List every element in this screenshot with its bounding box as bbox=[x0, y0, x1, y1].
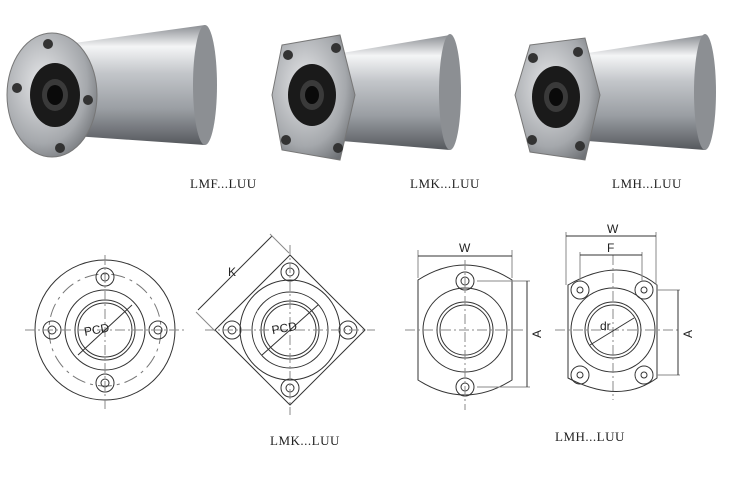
caption-lmh: LMH...LUU bbox=[612, 176, 682, 191]
drawing-caption-lmh: LMH...LUU bbox=[555, 429, 625, 444]
drawing-oval-flange bbox=[405, 250, 530, 410]
label-f: F bbox=[607, 241, 614, 255]
label-pcd-2: PCD bbox=[271, 319, 299, 337]
label-k: K bbox=[228, 265, 236, 279]
label-w-2: W bbox=[607, 222, 619, 236]
photo-lmh-bearing bbox=[514, 34, 716, 161]
label-a-1: A bbox=[530, 330, 544, 338]
label-a-2: A bbox=[681, 330, 695, 338]
drawing-square-flange bbox=[195, 233, 375, 415]
photo-lmk-bearing bbox=[271, 34, 461, 161]
photo-lmf-bearing bbox=[6, 25, 217, 158]
drawing-four-bolt-flange bbox=[555, 232, 680, 400]
caption-lmf: LMF...LUU bbox=[190, 176, 257, 191]
caption-lmk: LMK...LUU bbox=[410, 176, 480, 191]
drawing-round-flange bbox=[25, 255, 185, 410]
label-pcd-1: PCD bbox=[83, 321, 111, 339]
label-dr: dr bbox=[600, 319, 611, 333]
label-w-1: W bbox=[459, 241, 471, 255]
drawing-caption-lmk: LMK...LUU bbox=[270, 433, 340, 448]
